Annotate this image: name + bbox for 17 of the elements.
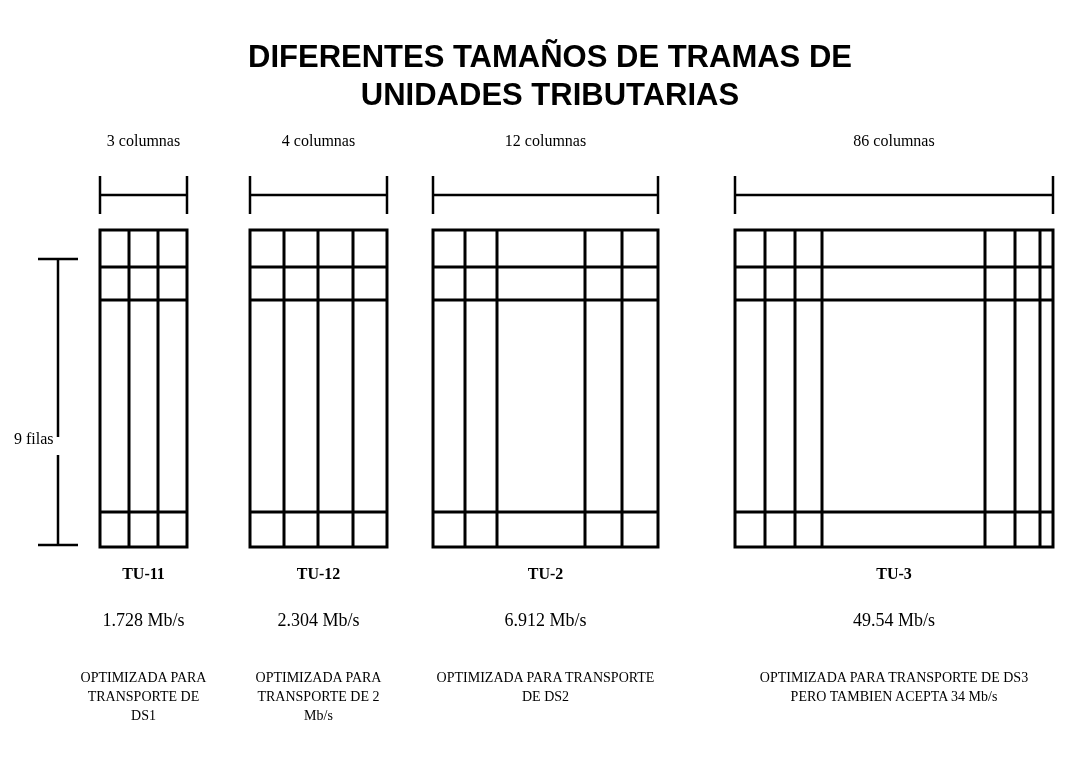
frame-name: TU-11	[121, 565, 166, 583]
bit-rate: 49.54 Mb/s	[852, 610, 936, 631]
dimension-label: 4 columnas	[280, 132, 357, 150]
dimension-label: 3 columnas	[105, 132, 182, 150]
description: OPTIMIZADA PARA TRANSPORTE DE 2 Mb/s	[254, 669, 383, 725]
dimension-label: 86 columnas	[852, 132, 936, 150]
description: OPTIMIZADA PARA TRANSPORTE DE DS3 PERO TAMBIEN ACEPTA 34 Mb/s	[758, 669, 1030, 706]
frame-name: TU-3	[875, 565, 913, 583]
bit-rate: 6.912 Mb/s	[503, 610, 588, 631]
description: OPTIMIZADA PARA TRANSPORTE DE DS1	[79, 669, 208, 725]
description: OPTIMIZADA PARA TRANSPORTE DE DS2	[435, 669, 656, 706]
frame-name: TU-12	[295, 565, 342, 583]
bit-rate: 1.728 Mb/s	[101, 610, 186, 631]
title: DIFERENTES TAMAÑOS DE TRAMAS DE UNIDADES TRIBUTARIAS	[247, 38, 853, 114]
frame-name: TU-2	[526, 565, 565, 583]
dimension-label: 12 columnas	[503, 132, 588, 150]
bit-rate: 2.304 Mb/s	[276, 610, 361, 631]
